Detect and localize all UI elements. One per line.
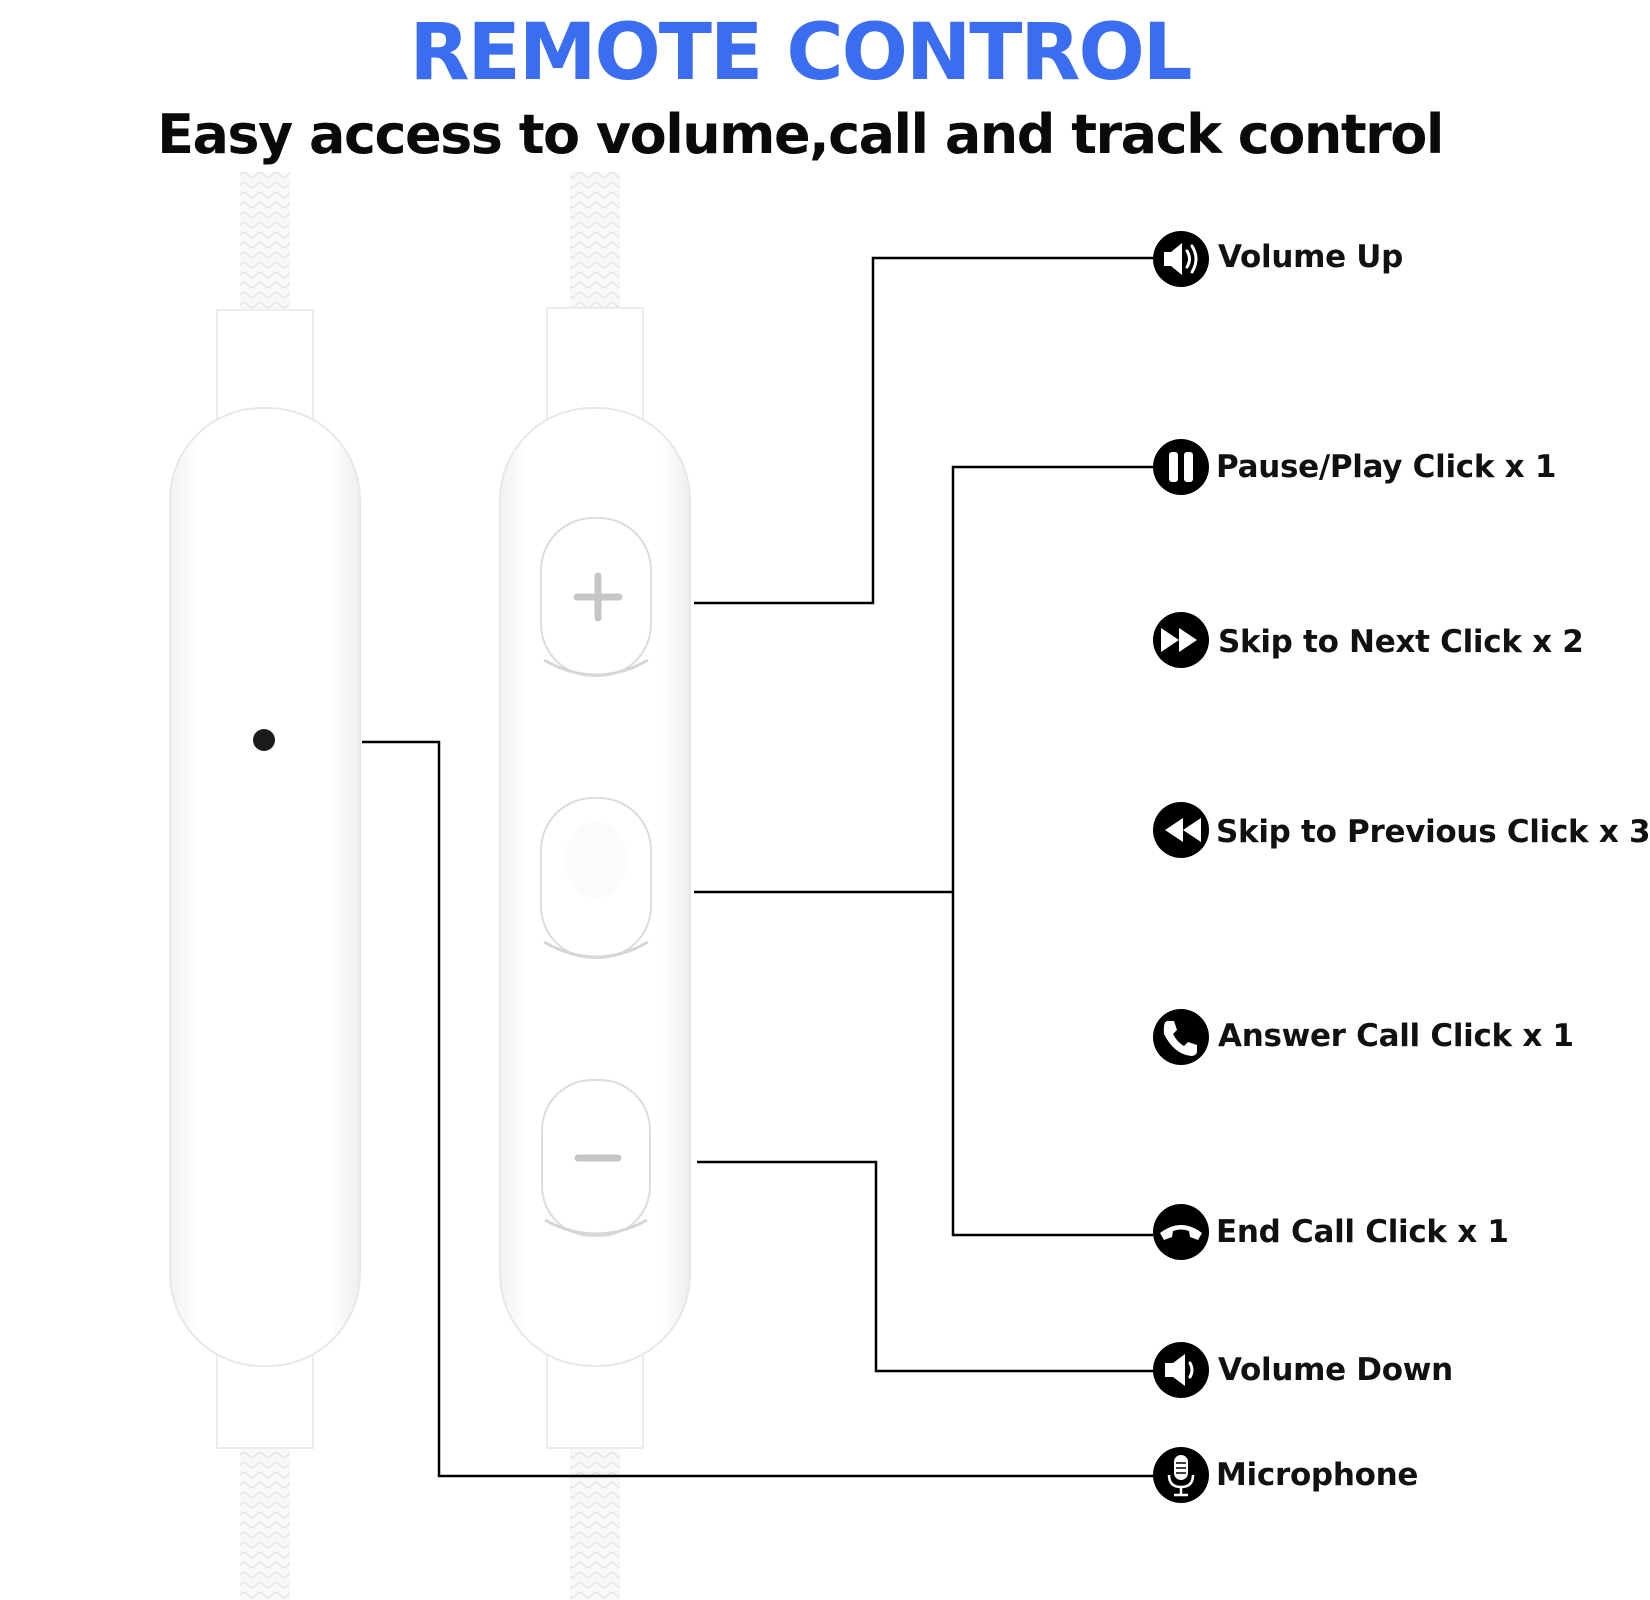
volume-down-button[interactable] bbox=[541, 1079, 651, 1237]
legend-label-microphone: Microphone bbox=[1216, 1457, 1419, 1493]
legend-label-end-call: End Call Click x 1 bbox=[1216, 1214, 1509, 1250]
multifunction-button[interactable] bbox=[540, 797, 652, 959]
leader-volume-up bbox=[694, 256, 1155, 605]
legend-label-skip-previous: Skip to Previous Click x 3 bbox=[1216, 814, 1650, 850]
legend-label-volume-down: Volume Down bbox=[1218, 1352, 1453, 1388]
microphone-hole bbox=[253, 729, 275, 751]
page-title: REMOTE CONTROL bbox=[409, 8, 1192, 98]
page-subtitle: Easy access to volume,call and track con… bbox=[157, 103, 1444, 166]
volume-up-button[interactable] bbox=[540, 517, 652, 677]
volume-up-icon bbox=[1152, 230, 1210, 288]
remote-body-back bbox=[169, 407, 361, 1367]
leader-microphone bbox=[362, 740, 1155, 1478]
remote-front bbox=[499, 172, 691, 1600]
volume-down-icon bbox=[1152, 1341, 1210, 1399]
remote-diagram bbox=[169, 172, 1155, 1600]
pause-play-icon bbox=[1152, 438, 1210, 496]
cable-bottom-left bbox=[240, 1440, 290, 1600]
cable-bottom-right bbox=[570, 1440, 620, 1600]
remote-back bbox=[169, 172, 361, 1600]
answer-call-icon bbox=[1152, 1008, 1210, 1066]
microphone-icon bbox=[1152, 1446, 1210, 1504]
legend-label-volume-up: Volume Up bbox=[1218, 239, 1404, 275]
legend-label-answer-call: Answer Call Click x 1 bbox=[1218, 1018, 1574, 1054]
leader-lines bbox=[362, 256, 1155, 1478]
leader-volume-down bbox=[697, 1160, 1155, 1373]
legend-label-skip-next: Skip to Next Click x 2 bbox=[1218, 624, 1584, 660]
plus-icon bbox=[573, 572, 623, 622]
skip-previous-icon bbox=[1152, 801, 1210, 859]
end-call-icon bbox=[1152, 1203, 1210, 1261]
skip-next-icon bbox=[1152, 611, 1210, 669]
legend-label-pause-play: Pause/Play Click x 1 bbox=[1216, 449, 1557, 485]
cable-top-left bbox=[240, 172, 290, 322]
cable-top-right bbox=[570, 172, 620, 322]
leader-track-bracket bbox=[951, 465, 1153, 1237]
